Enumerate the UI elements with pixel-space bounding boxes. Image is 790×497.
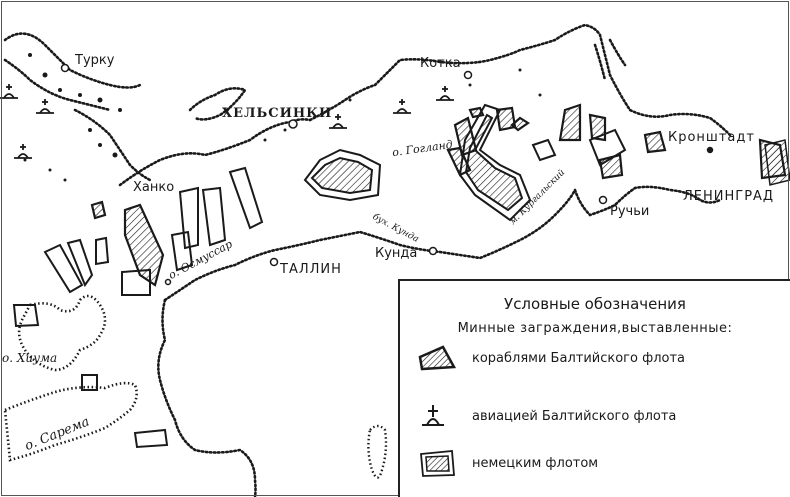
legend-item-aircraft: авиацией Балтийского флота	[418, 401, 676, 431]
label-hiuma: о. Хиума	[2, 351, 58, 365]
city-markers	[60, 63, 714, 286]
legend-item-german-fleet: немецким флотом	[418, 448, 598, 478]
label-kotka: Котка	[420, 56, 461, 71]
label-turku: Турку	[75, 53, 115, 68]
double-outline-hatched-icon	[420, 450, 455, 477]
label-leningrad: ЛЕНИНГРАД	[683, 189, 775, 204]
legend-label: немецким флотом	[472, 455, 599, 471]
hatched-polygon-icon	[418, 345, 457, 371]
label-kronshtadt: Кронштадт	[668, 130, 755, 145]
aircraft-mine-symbols	[0, 84, 454, 159]
legend-subtitle: Минные заграждения,выставленные:	[457, 321, 733, 336]
legend-label: кораблями Балтийского флота	[472, 350, 686, 366]
label-tallin: ТАЛЛИН	[280, 262, 342, 277]
aircraft-mine-icon	[422, 405, 444, 426]
small-island	[367, 424, 388, 479]
label-ruchyi: Ручьи	[610, 204, 650, 219]
legend-label: авиацией Балтийского флота	[472, 408, 677, 424]
legend-title: Условные обозначения	[504, 295, 686, 313]
leningrad-area	[764, 139, 790, 186]
german-fleet-mines	[12, 103, 627, 449]
label-kunda: Кунда	[375, 246, 418, 261]
estonian-coastline	[157, 185, 722, 497]
skerries	[23, 53, 542, 182]
legend-box: Условные обозначения Минные заграждения,…	[398, 279, 790, 497]
saaremaa-island	[3, 381, 138, 462]
label-hanko: Ханко	[133, 180, 175, 195]
legend-item-soviet-fleet: кораблями Балтийского флота	[418, 343, 685, 373]
label-helsinki: ХЕЛЬСИНКИ	[222, 106, 333, 121]
